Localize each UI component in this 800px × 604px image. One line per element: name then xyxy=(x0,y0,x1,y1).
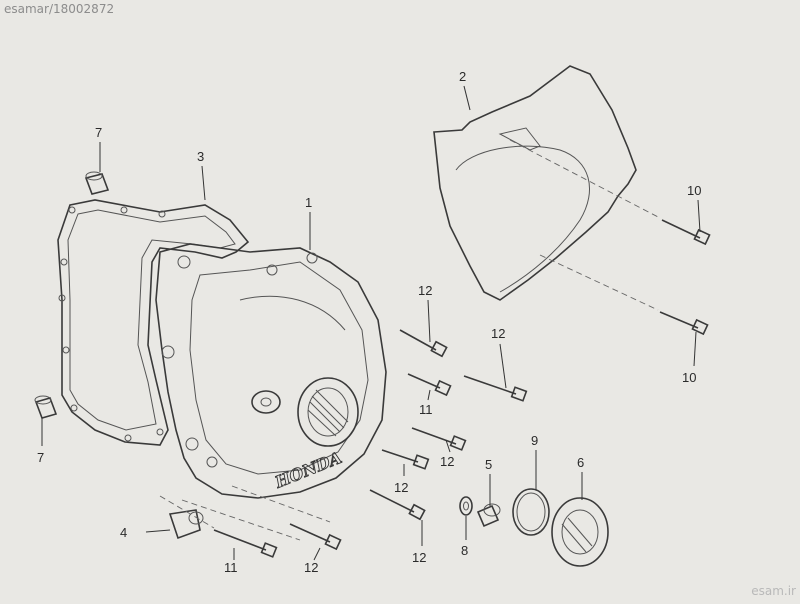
cover-logo: HONDA xyxy=(271,448,344,492)
callout-12-b: 12 xyxy=(491,326,505,341)
callout-1: 1 xyxy=(305,195,312,210)
part-4-clamp xyxy=(168,509,204,540)
part-7-dowel-top xyxy=(84,171,110,195)
callout-8: 8 xyxy=(461,543,468,558)
bolt-12-e xyxy=(369,489,426,521)
leader-lines xyxy=(41,85,701,561)
cover-boss xyxy=(251,390,281,414)
callout-3: 3 xyxy=(197,149,204,164)
callout-labels: 1 2 3 4 5 6 7 7 8 9 10 10 11 11 12 12 12… xyxy=(37,69,701,575)
callout-11-a: 11 xyxy=(419,402,433,417)
bolt-10-upper xyxy=(661,219,711,246)
callout-11-b: 11 xyxy=(224,560,238,575)
shield-flange xyxy=(498,127,541,151)
bolt-11-b xyxy=(213,529,278,558)
cover-rib xyxy=(239,295,346,331)
callout-2: 2 xyxy=(459,69,466,84)
callout-10-upper: 10 xyxy=(687,183,701,198)
callout-9: 9 xyxy=(531,433,538,448)
callout-12-c: 12 xyxy=(440,454,454,469)
watermark-text: esamar/18002872 xyxy=(4,2,115,16)
callout-5: 5 xyxy=(485,457,492,472)
bolt-12-a xyxy=(399,329,448,358)
bolts xyxy=(213,219,711,558)
callout-7-bottom: 7 xyxy=(37,450,44,465)
callout-12-f: 12 xyxy=(304,560,318,575)
brand-watermark: esam.ir xyxy=(751,584,796,598)
bolt-12-d xyxy=(381,449,430,470)
bolt-10-lower xyxy=(659,311,709,336)
callout-7-top: 7 xyxy=(95,125,102,140)
callout-4: 4 xyxy=(120,525,127,540)
cover-mounting-lugs xyxy=(161,252,318,468)
callout-12-e: 12 xyxy=(412,550,426,565)
shield-inner-edge xyxy=(455,145,590,293)
part-6-filler-cap xyxy=(551,497,609,567)
part-3-gasket xyxy=(57,199,250,446)
part-2-shield xyxy=(433,65,637,301)
part-7-dowel-bottom xyxy=(34,395,58,419)
bolt-12-f xyxy=(289,523,342,551)
bolt-11-a xyxy=(407,373,452,397)
assembly-lines xyxy=(159,139,661,541)
part-5-plug xyxy=(476,503,501,528)
part-1-crankcase-cover xyxy=(155,243,387,499)
part-8-washer xyxy=(459,496,473,516)
callout-12-a: 12 xyxy=(418,283,432,298)
cover-oil-filler-hole xyxy=(297,377,359,447)
part-9-o-ring xyxy=(512,488,550,536)
bolt-12-c xyxy=(411,427,467,451)
callout-6: 6 xyxy=(577,455,584,470)
callout-12-d: 12 xyxy=(394,480,408,495)
cover-inner-contour xyxy=(189,261,369,475)
bolt-12-b xyxy=(463,375,528,402)
part-3-gasket-inner xyxy=(67,209,236,431)
gasket-bolt-holes xyxy=(58,206,166,442)
callout-10-lower: 10 xyxy=(682,370,696,385)
